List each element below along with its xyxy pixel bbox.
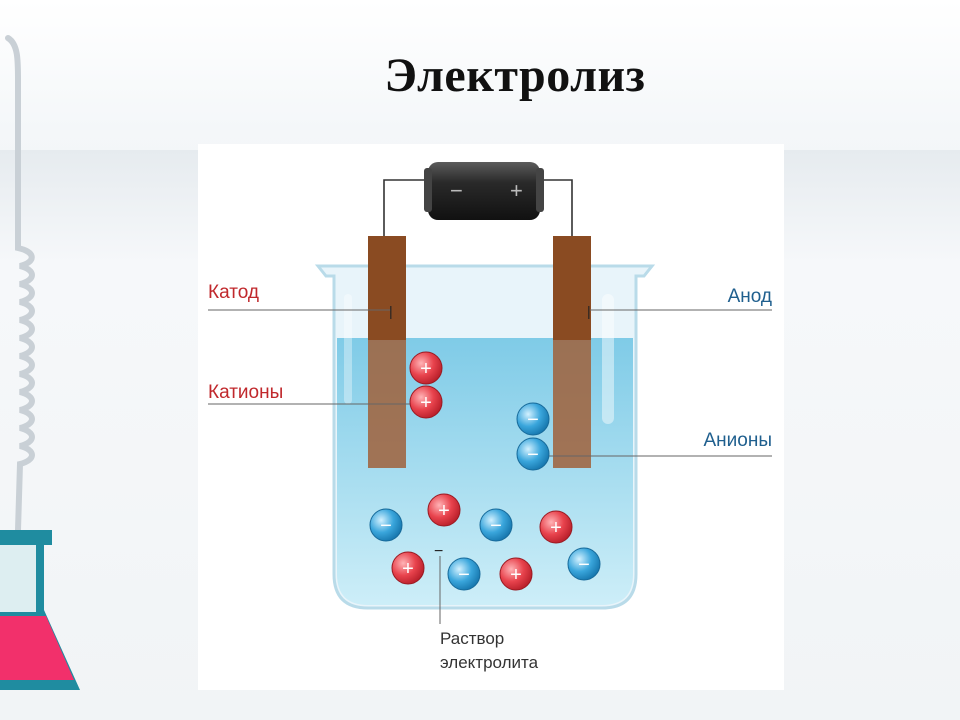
glass-highlight (344, 294, 352, 404)
cation-plus-sign: + (420, 358, 432, 380)
anion-minus-sign: − (458, 564, 470, 586)
cation-ion: + (499, 557, 533, 591)
cathode-electrode (368, 236, 406, 468)
solution-sign-mark: − (434, 543, 443, 560)
anion-ion: − (516, 402, 550, 436)
cation-plus-sign: + (438, 500, 450, 522)
electrolysis-diagram: − + | | − + (198, 144, 784, 690)
anion-minus-sign: − (527, 409, 539, 431)
wire-right (538, 179, 573, 236)
wire-left (383, 179, 430, 236)
cathode-label: Катод (208, 282, 259, 303)
cation-ion: + (409, 351, 443, 385)
battery-minus-sign: − (450, 178, 463, 203)
anion-minus-sign: − (490, 515, 502, 537)
slide-title: Электролиз (384, 49, 646, 102)
cation-plus-sign: + (510, 564, 522, 586)
cation-ion: + (391, 551, 425, 585)
cation-plus-sign: + (402, 558, 414, 580)
cathode-sign-mark: | (389, 303, 393, 319)
glass-highlight (602, 294, 614, 424)
anion-ion: − (479, 508, 513, 542)
flask-neck (0, 545, 36, 612)
anion-ion: − (567, 547, 601, 581)
solution-label-line1: Раствор (440, 629, 504, 648)
condenser-tube (5, 35, 35, 533)
anode-electrode (553, 236, 591, 468)
battery-plus-sign: + (510, 178, 523, 203)
solution-label-line2: электролита (440, 653, 539, 672)
flask-decoration (0, 35, 80, 690)
cations-label: Катионы (208, 382, 283, 403)
anions-label: Анионы (704, 430, 773, 451)
anion-ion: − (516, 437, 550, 471)
flask-liquid (0, 616, 74, 680)
cation-ion: + (409, 385, 443, 419)
cation-ion: + (427, 493, 461, 527)
anion-minus-sign: − (380, 515, 392, 537)
anion-ion: − (447, 557, 481, 591)
cation-ion: + (539, 510, 573, 544)
anion-minus-sign: − (527, 444, 539, 466)
anode-sign-mark: | (587, 303, 591, 319)
battery: − + (424, 162, 544, 220)
anion-ion: − (369, 508, 403, 542)
anode-label: Анод (728, 286, 772, 307)
cation-plus-sign: + (550, 517, 562, 539)
cation-plus-sign: + (420, 392, 432, 414)
anion-minus-sign: − (578, 554, 590, 576)
